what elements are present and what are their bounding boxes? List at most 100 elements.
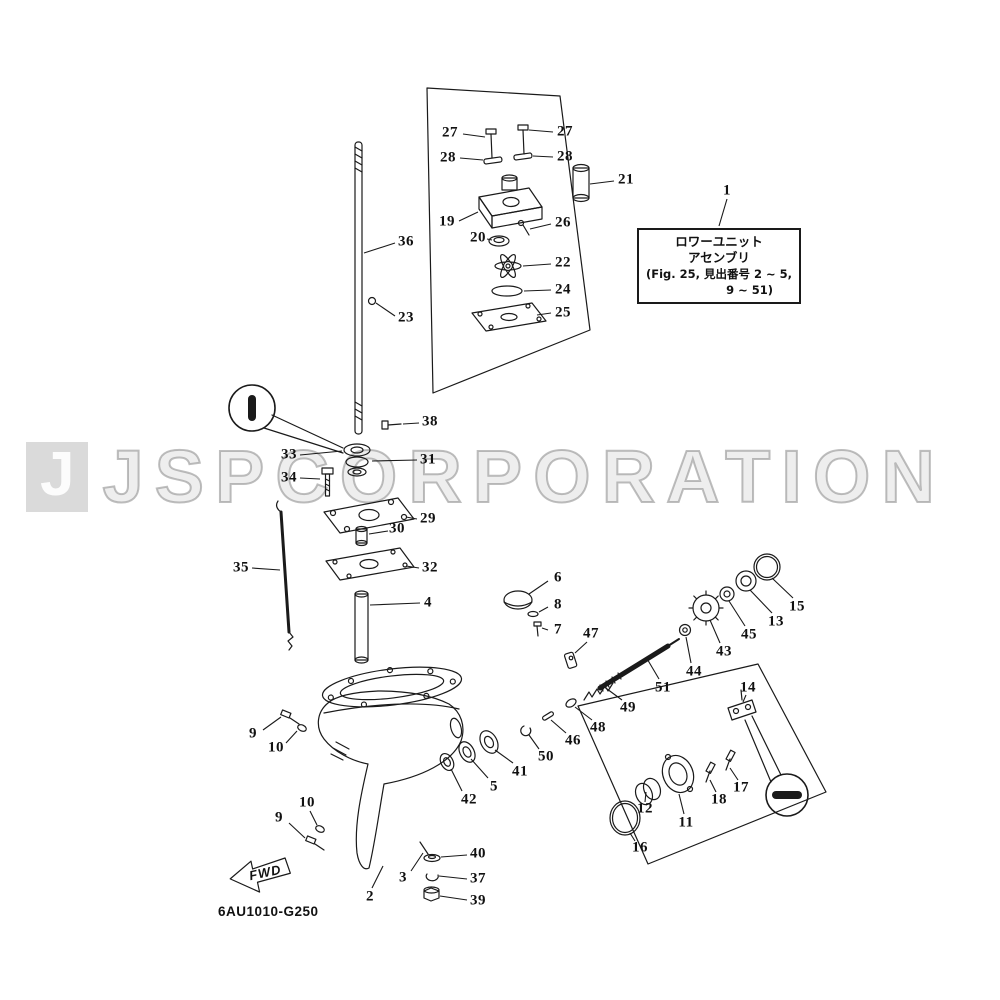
leader-line-22 bbox=[522, 263, 552, 267]
leader-line-1 bbox=[718, 198, 728, 227]
leader-line-9 bbox=[262, 716, 282, 731]
spring-49 bbox=[583, 682, 614, 701]
bearing-stack bbox=[343, 443, 371, 477]
pin-46 bbox=[542, 711, 554, 721]
leader-line-42 bbox=[450, 768, 463, 792]
bolt-9-top-shaft bbox=[289, 717, 300, 725]
bolt-17-shaft bbox=[725, 758, 731, 771]
waterpump-housing bbox=[478, 174, 543, 229]
clip-23 bbox=[367, 296, 377, 306]
leader-line-27 bbox=[462, 133, 486, 138]
bolt-17 bbox=[725, 749, 736, 762]
shift-rod bbox=[275, 500, 294, 651]
impeller bbox=[494, 253, 522, 279]
bolt-34 bbox=[321, 467, 334, 497]
gasket-24 bbox=[491, 285, 523, 297]
shift-cam-47 bbox=[563, 651, 578, 669]
oring-16 bbox=[609, 800, 641, 836]
group-border-waterpump bbox=[426, 87, 591, 394]
washer-8 bbox=[527, 610, 539, 618]
leader-line-36 bbox=[363, 242, 396, 254]
leader-line-43 bbox=[709, 619, 721, 644]
bolt-9-bottom bbox=[305, 835, 317, 845]
leader-line-2 bbox=[371, 865, 384, 889]
washer-10-bottom bbox=[315, 825, 325, 833]
leader-line-47 bbox=[574, 641, 588, 654]
leader-line-45 bbox=[728, 600, 746, 627]
pinion-gear-43 bbox=[688, 590, 724, 626]
leader-line-19 bbox=[458, 211, 479, 222]
leader-line-17 bbox=[729, 767, 739, 781]
bolt-26 bbox=[517, 219, 530, 236]
leader-line-41 bbox=[494, 749, 514, 764]
bracket-14 bbox=[727, 689, 757, 721]
bearing-13 bbox=[735, 570, 757, 592]
leader-line-27 bbox=[528, 129, 554, 133]
leader-line-31 bbox=[371, 459, 418, 462]
leader-line-26 bbox=[529, 223, 552, 230]
leader-line-33 bbox=[299, 450, 343, 456]
leader-line-9 bbox=[288, 822, 306, 839]
leader-line-7 bbox=[541, 627, 549, 631]
leader-line-51 bbox=[645, 656, 660, 680]
leader-line-28 bbox=[459, 157, 484, 161]
bolt-18 bbox=[705, 761, 716, 774]
driveshaft bbox=[354, 141, 363, 435]
leader-line-18 bbox=[709, 779, 717, 793]
leader-line-38 bbox=[402, 422, 420, 425]
leader-line-29 bbox=[405, 516, 418, 520]
leader-line-46 bbox=[550, 719, 567, 734]
note-line-4: 9 ~ 51) bbox=[726, 282, 773, 297]
leader-line-5 bbox=[470, 758, 489, 779]
leader-line-32 bbox=[405, 565, 420, 569]
leader-line-21 bbox=[589, 180, 615, 185]
leader-line-16 bbox=[629, 832, 636, 842]
leader-line-12 bbox=[644, 791, 647, 803]
plate-28-right bbox=[513, 152, 533, 161]
bearing-41 bbox=[479, 730, 499, 754]
leader-line-4 bbox=[369, 602, 421, 606]
leader-line-48 bbox=[574, 706, 593, 721]
cap-6 bbox=[503, 590, 533, 610]
bolt-27-left bbox=[485, 128, 497, 159]
assembly-note-box: ロワーユニット アセンブリ (Fig. 25, 見出番号 2 ~ 5, 9 ~ … bbox=[637, 228, 801, 304]
bolt-7 bbox=[533, 621, 542, 637]
group-border-bearing-housing bbox=[577, 663, 827, 865]
washer-48 bbox=[565, 698, 577, 708]
bolt-27-right bbox=[517, 124, 529, 155]
leader-line-8 bbox=[538, 606, 549, 613]
leader-line-24 bbox=[523, 289, 552, 292]
nut-39 bbox=[423, 886, 440, 902]
bolt-38 bbox=[381, 420, 402, 430]
water-tube bbox=[354, 590, 369, 664]
clip-50 bbox=[520, 725, 532, 737]
diagram-code: 6AU1010-G250 bbox=[218, 904, 319, 919]
leader-line-25 bbox=[536, 312, 552, 316]
leader-line-20 bbox=[486, 238, 493, 241]
note-line-2: アセンブリ bbox=[688, 250, 750, 266]
bolt-18-shaft bbox=[705, 770, 711, 783]
leader-line-15 bbox=[771, 577, 794, 599]
leader-line-35 bbox=[251, 567, 281, 571]
leader-line-10 bbox=[285, 730, 298, 744]
dowel-30 bbox=[355, 525, 368, 547]
leader-line-13 bbox=[749, 589, 773, 614]
shim-45 bbox=[719, 586, 735, 602]
bolt-9-bottom-shaft bbox=[314, 843, 325, 851]
leader-line-28 bbox=[532, 155, 554, 158]
detail-circle-right bbox=[744, 715, 809, 817]
bolt-9-top bbox=[280, 709, 292, 719]
leader-line-34 bbox=[299, 477, 321, 480]
clip-37 bbox=[425, 873, 439, 882]
leader-line-3 bbox=[410, 852, 424, 872]
leader-line-6 bbox=[528, 580, 549, 595]
seal-5 bbox=[458, 741, 476, 763]
leader-line-23 bbox=[375, 302, 396, 317]
collar-21 bbox=[572, 163, 590, 203]
lower-casing bbox=[317, 690, 464, 870]
leader-line-50 bbox=[528, 734, 540, 750]
leader-line-10 bbox=[309, 810, 318, 826]
cup-20 bbox=[488, 235, 510, 247]
